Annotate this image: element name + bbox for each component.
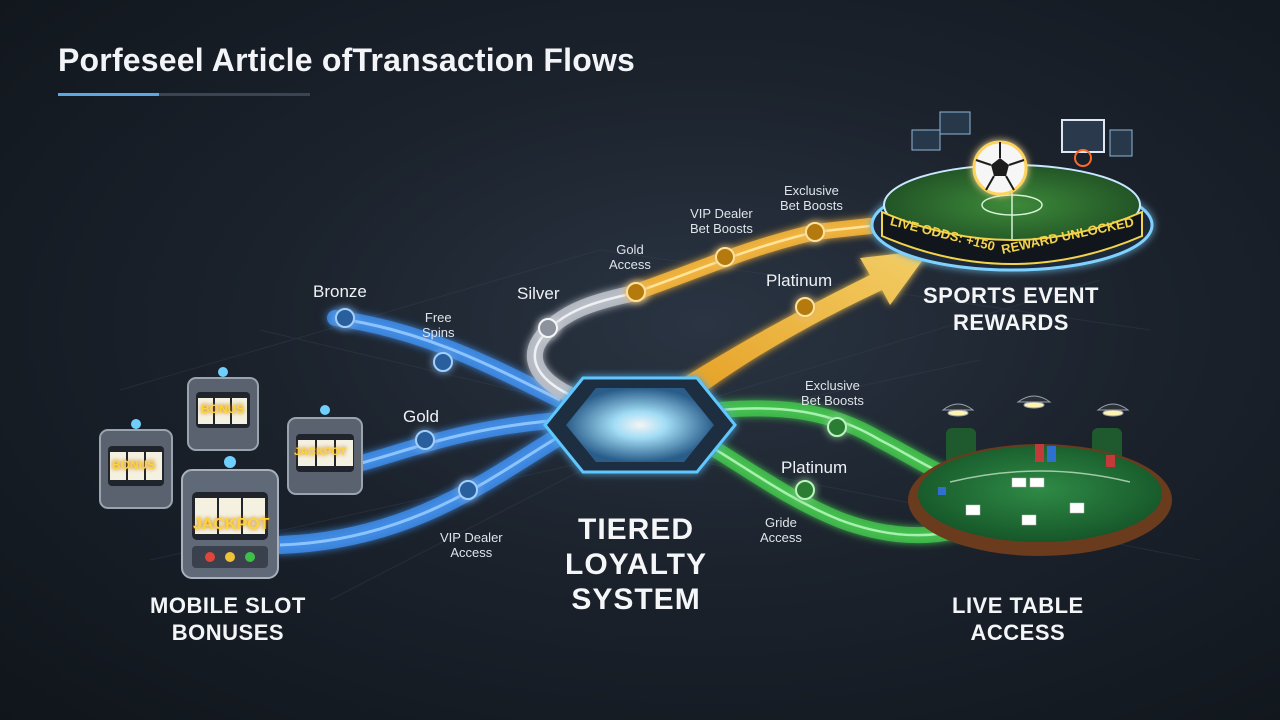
node-bronze xyxy=(335,308,355,328)
slot-machine-back xyxy=(187,367,259,451)
blue-track-upper-core xyxy=(334,316,561,402)
soccer-ball-icon xyxy=(972,140,1028,196)
chip-stacks xyxy=(938,444,1115,495)
slot-sign-jackpot-right: JACKPOT xyxy=(294,446,347,458)
label-exclusive-green-line1: Exclusive xyxy=(804,378,860,393)
destination-table-line1: LIVE TABLE xyxy=(952,593,1084,618)
slot-sign-bonus-back: BONUS xyxy=(201,402,245,416)
page-title: Porfeseel Article ofTransaction Flows xyxy=(58,42,636,78)
label-gold-access-line2: Access xyxy=(609,257,651,272)
label-exclusive-green: Exclusive Bet Boosts xyxy=(801,378,864,408)
center-title-line2: LOYALTY xyxy=(565,548,708,581)
center-title-line3: SYSTEM xyxy=(571,583,701,616)
label-gold-access-line1: Gold xyxy=(616,242,644,257)
title-underline xyxy=(58,93,310,96)
label-vip-dealer-blue-line2: Access xyxy=(450,545,493,560)
label-gride-access: Gride Access xyxy=(760,515,802,545)
label-free-spins: Free Spins xyxy=(422,310,455,340)
node-exclusive-upper xyxy=(805,222,825,242)
node-gold-access xyxy=(626,282,646,302)
sports-stadium xyxy=(870,111,1154,272)
label-vip-dealer-blue: VIP Dealer Access xyxy=(440,530,503,560)
slot-sign-jackpot-front: JACKPOT xyxy=(193,516,270,533)
node-platinum-upper xyxy=(795,297,815,317)
gold-track xyxy=(628,218,878,300)
slot-machine-right xyxy=(287,405,363,495)
destination-sports-line2: REWARDS xyxy=(952,310,1069,335)
node-free-spins xyxy=(433,352,453,372)
label-exclusive-upper: Exclusive Bet Boosts xyxy=(780,183,843,213)
destination-slots: MOBILE SLOT BONUSES xyxy=(150,592,306,646)
destination-sports: SPORTS EVENT REWARDS xyxy=(923,282,1099,336)
node-silver xyxy=(538,318,558,338)
label-vip-dealer-upper: VIP Dealer Bet Boosts xyxy=(690,206,753,236)
blue-track-lower-core xyxy=(279,428,571,547)
lamp-icons xyxy=(941,395,1130,417)
label-gride-access-line1: Gride xyxy=(765,515,797,530)
node-vip-upper xyxy=(715,247,735,267)
slot-machine-left xyxy=(99,419,173,509)
green-path xyxy=(692,400,968,544)
gold-path xyxy=(628,218,878,300)
sports-banner xyxy=(881,210,1143,265)
label-vip-dealer-upper-line1: VIP Dealer xyxy=(690,206,753,221)
node-platinum-green xyxy=(795,480,815,500)
destination-slots-line1: MOBILE SLOT xyxy=(150,593,306,618)
label-platinum-green: Platinum xyxy=(781,458,848,477)
backboard-icon xyxy=(1061,119,1105,153)
destination-table: LIVE TABLE ACCESS xyxy=(952,592,1084,646)
label-silver: Silver xyxy=(517,284,560,303)
center-title: TIERED LOYALTY SYSTEM xyxy=(565,512,707,617)
label-exclusive-green-line2: Bet Boosts xyxy=(801,393,864,408)
label-bronze: Bronze xyxy=(313,282,367,301)
label-gold-blue: Gold xyxy=(403,407,439,426)
label-vip-dealer-upper-line2: Bet Boosts xyxy=(690,221,753,236)
label-free-spins-line2: Spins xyxy=(422,325,455,340)
green-track-upper-core xyxy=(719,407,961,482)
gold-arrow xyxy=(680,250,930,395)
label-gride-access-line2: Access xyxy=(760,530,802,545)
destination-slots-line2: BONUSES xyxy=(171,620,285,645)
label-exclusive-upper-line1: Exclusive xyxy=(783,183,839,198)
node-vip-blue xyxy=(458,480,478,500)
label-free-spins-line1: Free xyxy=(424,310,452,325)
slot-machines xyxy=(99,367,363,579)
node-exclusive-green xyxy=(827,417,847,437)
label-exclusive-upper-line2: Bet Boosts xyxy=(780,198,843,213)
label-gold-access: Gold Access xyxy=(609,242,651,272)
slot-machine-front xyxy=(181,456,279,579)
central-hub xyxy=(543,376,737,474)
nodes xyxy=(335,222,847,500)
center-title-line1: TIERED xyxy=(578,513,695,546)
label-vip-dealer-blue-line1: VIP Dealer xyxy=(440,530,503,545)
node-gold-blue xyxy=(415,430,435,450)
destination-sports-line1: SPORTS EVENT xyxy=(923,283,1099,308)
label-platinum-upper: Platinum xyxy=(766,271,833,290)
destination-table-line2: ACCESS xyxy=(970,620,1066,645)
casino-table xyxy=(908,395,1172,556)
green-track-lower-core xyxy=(699,438,961,537)
playing-cards xyxy=(965,477,1085,526)
slot-sign-bonus-left: BONUS xyxy=(112,458,156,472)
